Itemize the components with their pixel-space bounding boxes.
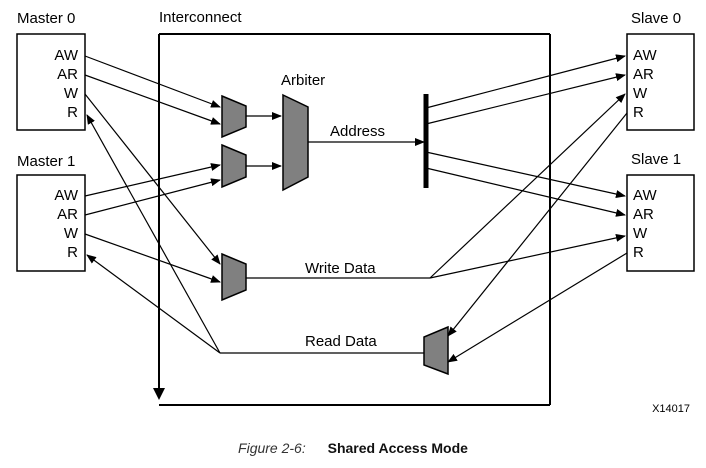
slave-0-port-r: R [633,104,644,121]
figure-id: X14017 [652,403,690,415]
slave-0-port-w: W [633,85,648,102]
interconnect-label: Interconnect [159,9,242,26]
slave-1-block: Slave 1 AW AR W R [626,151,695,272]
m1-aw-line [84,163,221,197]
addr-to-s0-ar [425,73,626,125]
arbiter-mux [282,93,309,192]
write-data-label: Write Data [305,260,376,277]
s1-r-line [447,252,628,363]
slave-1-label: Slave 1 [631,151,681,168]
addr-to-s1-ar [425,167,626,217]
m1-w-line [84,233,221,283]
master-1-block: Master 1 AW AR W R [16,153,86,272]
read-data-label: Read Data [305,333,377,350]
master-0-port-r: R [67,104,78,121]
connection-lines [84,54,628,363]
m0-aw-line [84,55,221,108]
m1-ar-line [84,178,221,216]
write-to-s0-w [429,93,626,279]
master-0-block: Master 0 AW AR W R [16,10,86,131]
address-label: Address [330,123,385,140]
master-1-port-r: R [67,244,78,261]
figure-caption: Figure 2-6: Shared Access Mode [0,440,706,456]
slave-0-label: Slave 0 [631,10,681,27]
address-mux-master-0 [221,94,247,139]
write-to-s1-w [429,233,626,279]
master-1-label: Master 1 [17,153,75,170]
caption-number: Figure 2-6: [238,440,306,456]
slave-1-port-aw: AW [633,187,657,204]
interconnect-box: Interconnect [153,9,551,406]
write-data-mux [221,252,247,302]
slave-1-port-w: W [633,225,648,242]
slave-0-port-aw: AW [633,47,657,64]
read-data-mux [423,325,449,376]
slave-0-port-ar: AR [633,66,654,83]
slave-1-port-ar: AR [633,206,654,223]
master-1-port-w: W [64,225,79,242]
addr-to-s0-aw [425,54,626,109]
master-1-port-aw: AW [54,187,78,204]
master-0-label: Master 0 [17,10,75,27]
read-to-m1-r [86,254,221,354]
caption-title: Shared Access Mode [327,440,468,456]
slave-0-block: Slave 0 AW AR W R [626,10,695,131]
shared-access-diagram: Interconnect Master 0 AW AR W R Master 1… [16,9,695,415]
master-0-port-ar: AR [57,66,78,83]
addr-to-s1-aw [425,151,626,198]
master-0-port-aw: AW [54,47,78,64]
arbiter-label: Arbiter [281,72,325,89]
address-mux-master-1 [221,143,247,189]
slave-1-port-r: R [633,244,644,261]
master-0-port-w: W [64,85,79,102]
m0-w-line [84,93,221,265]
m0-ar-line [84,74,221,125]
s0-r-line [447,112,628,337]
master-1-port-ar: AR [57,206,78,223]
read-to-m0-r [86,114,221,354]
